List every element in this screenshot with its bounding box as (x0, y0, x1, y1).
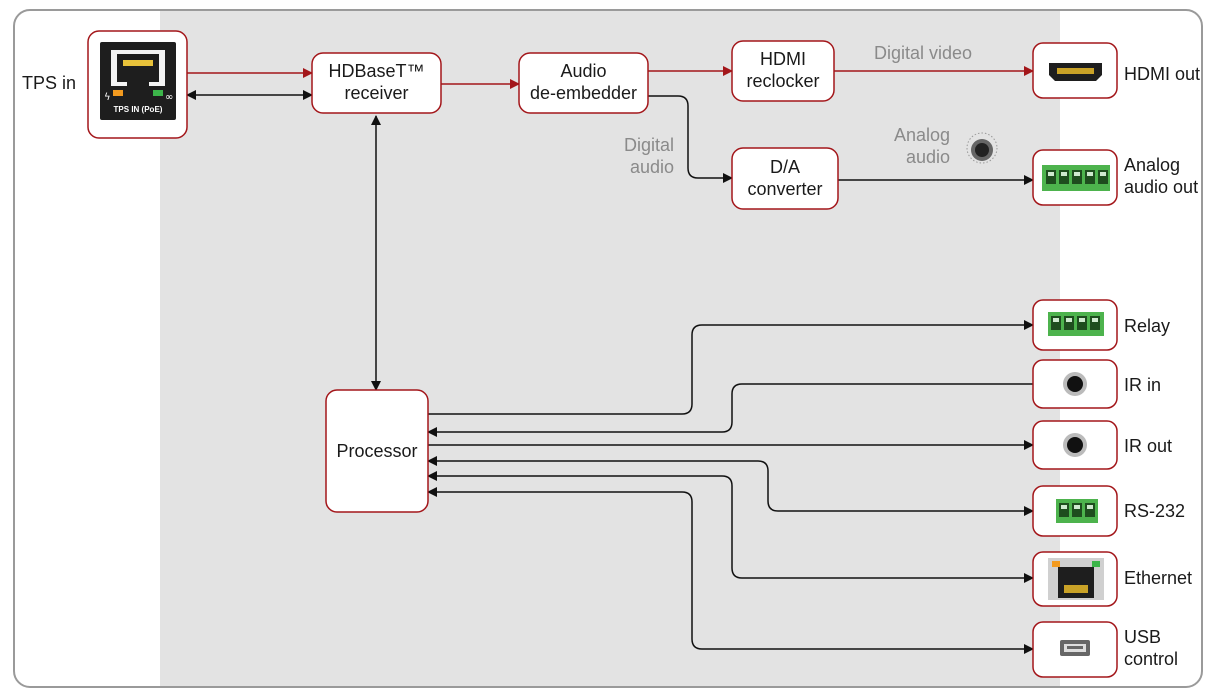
5-pole-terminal-icon (1042, 165, 1110, 191)
rj45-port-icon (1048, 558, 1104, 600)
control-lines (186, 90, 1034, 654)
hdbaset-receiver-box (311, 52, 442, 114)
hdmi-reclocker-label: HDMI reclocker (746, 49, 820, 91)
jack-port-icon (1063, 433, 1087, 457)
digital-audio-label: Digital audio (623, 135, 674, 177)
ir-in-label: IR in (1124, 375, 1162, 395)
gray-signal-lines (648, 66, 1034, 185)
hdmi-out-label: HDMI out (1124, 64, 1201, 84)
line-processor-relay (428, 320, 1034, 415)
svg-text:∞: ∞ (165, 92, 173, 103)
hdbaset-receiver-label: HDBaseT™ receiver (328, 61, 425, 103)
tps-port-text: TPS IN (PoE) (114, 105, 163, 114)
usb-control-label: USB control (1124, 627, 1179, 669)
relay-label: Relay (1124, 316, 1171, 336)
analog-audio-label: Analog audio (893, 125, 950, 167)
processor-box (325, 389, 429, 513)
hdmi-reclocker-box (731, 40, 835, 102)
mini-usb-port-icon (1060, 640, 1090, 656)
jack-port-icon (1063, 372, 1087, 396)
analog-audio-out-label: Analog audio out (1124, 155, 1199, 197)
volume-knob-icon (966, 132, 998, 164)
audio-deembedder-box (518, 52, 649, 114)
rj45-port-icon: TPS IN (PoE) ϟ ∞ (100, 42, 176, 120)
3-pole-terminal-icon (1056, 499, 1098, 523)
processor-label: Processor (336, 441, 418, 461)
da-converter-box (731, 147, 839, 210)
4-pole-terminal-icon (1048, 312, 1104, 336)
ir-out-label: IR out (1124, 436, 1173, 456)
rs232-label: RS-232 (1124, 501, 1186, 521)
line-processor-usb (427, 487, 1034, 654)
video-lines (187, 66, 733, 89)
line-deembedder-to-da (648, 95, 733, 183)
da-converter-label: D/A converter (747, 157, 823, 199)
digital-video-label: Digital video (874, 43, 973, 63)
svg-text:ϟ: ϟ (104, 92, 111, 103)
line-irin-processor (427, 383, 1033, 437)
tps-in-label: TPS in (22, 73, 77, 93)
ethernet-label: Ethernet (1124, 568, 1193, 588)
audio-deembedder-label: Audio de-embedder (529, 61, 638, 103)
hdmi-port-icon (1049, 63, 1102, 81)
